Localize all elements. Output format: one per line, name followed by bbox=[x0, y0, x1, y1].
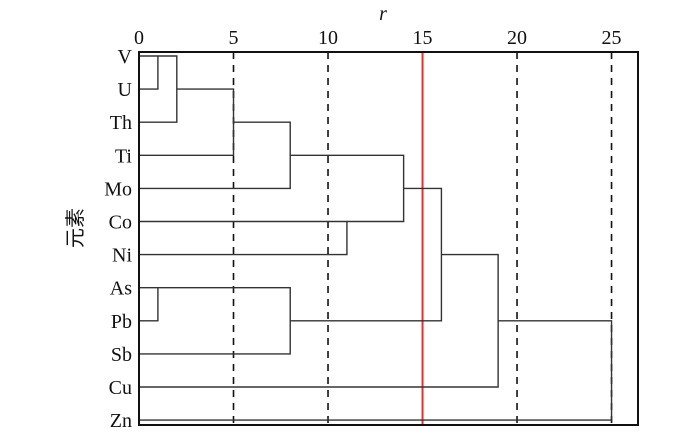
leaf-label: Th bbox=[110, 112, 132, 134]
leaf-label: U bbox=[118, 79, 133, 101]
leaf-label: Pb bbox=[111, 311, 132, 333]
y-axis-label: 元素 bbox=[64, 208, 87, 248]
x-tick-label: 0 bbox=[134, 27, 144, 49]
leaf-label: Co bbox=[109, 212, 132, 234]
leaf-label: Cu bbox=[109, 377, 132, 399]
x-axis-label: r bbox=[379, 3, 387, 25]
x-tick-label: 25 bbox=[602, 27, 622, 49]
leaf-label: V bbox=[118, 46, 133, 68]
leaf-label: Mo bbox=[104, 178, 132, 200]
leaf-label: Ti bbox=[115, 145, 133, 167]
dendrogram-link bbox=[139, 55, 159, 90]
x-tick-label: 15 bbox=[413, 27, 433, 49]
leaf-label: Sb bbox=[111, 344, 132, 366]
leaf-label: Ni bbox=[112, 245, 132, 267]
x-tick-label: 20 bbox=[507, 27, 527, 49]
x-tick-label: 5 bbox=[229, 27, 239, 49]
dendrogram-link bbox=[139, 287, 291, 355]
dendrogram-link bbox=[139, 287, 159, 322]
dendrogram-link bbox=[139, 320, 613, 421]
dendrogram-link bbox=[139, 220, 348, 256]
leaf-label: Zn bbox=[110, 410, 132, 432]
plot-frame bbox=[138, 51, 639, 426]
leaf-label: As bbox=[110, 278, 132, 300]
dendrogram-link bbox=[290, 154, 405, 223]
x-tick-label: 10 bbox=[318, 27, 338, 49]
